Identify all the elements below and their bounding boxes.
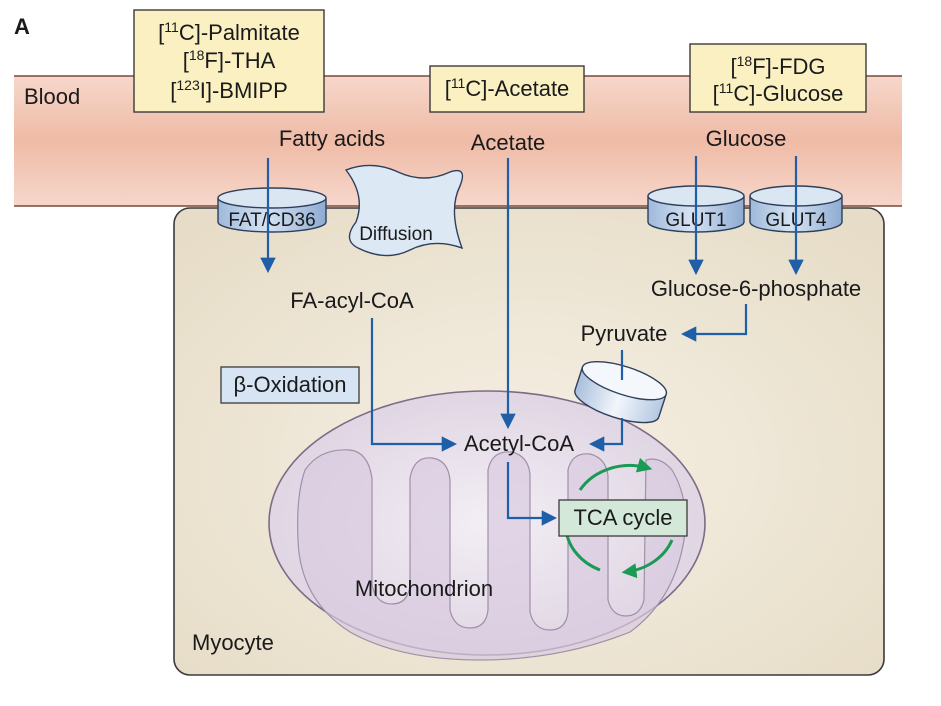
myocyte-label: Myocyte bbox=[192, 630, 274, 655]
glucose-label: Glucose bbox=[706, 126, 787, 151]
fa-acyl-coa-label: FA-acyl-CoA bbox=[290, 288, 414, 313]
mitochondrion-label: Mitochondrion bbox=[355, 576, 493, 601]
tca-arc-top bbox=[578, 457, 653, 491]
tracer-glucose-c11: [11C]-Glucose bbox=[713, 80, 844, 106]
arrow-carrier-to-acetyl-coa bbox=[588, 418, 624, 452]
tca-cycle-label: TCA cycle bbox=[573, 505, 672, 530]
tracer-box-acetate: [11C]-Acetate bbox=[429, 65, 585, 113]
tracer-tha: [18F]-THA bbox=[183, 47, 276, 73]
pyruvate-label: Pyruvate bbox=[581, 321, 668, 346]
panel-label: A bbox=[14, 14, 30, 39]
beta-oxidation-label: β-Oxidation bbox=[234, 372, 347, 397]
acetyl-coa-label: Acetyl-CoA bbox=[464, 431, 574, 456]
tracer-bmipp: [123I]-BMIPP bbox=[170, 77, 288, 103]
glucose-6-phosphate-label: Glucose-6-phosphate bbox=[651, 276, 861, 301]
tracer-acetate: [11C]-Acetate bbox=[445, 75, 570, 101]
tca-cycle-box: TCA cycle bbox=[558, 499, 688, 537]
beta-oxidation-box: β-Oxidation bbox=[220, 366, 360, 404]
tracer-box-glucose: [18F]-FDG [11C]-Glucose bbox=[689, 43, 867, 113]
arrow-fa-acyl-coa-to-acetyl-coa bbox=[370, 318, 458, 452]
pyruvate-carrier-disk bbox=[574, 360, 668, 424]
diffusion-label: Diffusion bbox=[359, 224, 433, 245]
fat-cd36-transporter: FAT/CD36 bbox=[217, 187, 327, 233]
fat-cd36-label: FAT/CD36 bbox=[228, 210, 315, 231]
fatty-acids-label: Fatty acids bbox=[279, 126, 385, 151]
tracer-fdg: [18F]-FDG bbox=[730, 53, 825, 79]
acetate-label: Acetate bbox=[471, 130, 546, 155]
tracer-palmitate: [11C]-Palmitate bbox=[158, 19, 300, 45]
arrow-g6p-to-pyruvate bbox=[680, 304, 748, 342]
blood-label: Blood bbox=[24, 84, 80, 109]
arrow-acetyl-coa-to-tca bbox=[506, 462, 558, 526]
diffusion-sheet: Diffusion bbox=[344, 164, 464, 257]
tracer-box-fatty-acids: [11C]-Palmitate [18F]-THA [123I]-BMIPP bbox=[133, 9, 325, 113]
tca-arc-right bbox=[621, 539, 674, 579]
